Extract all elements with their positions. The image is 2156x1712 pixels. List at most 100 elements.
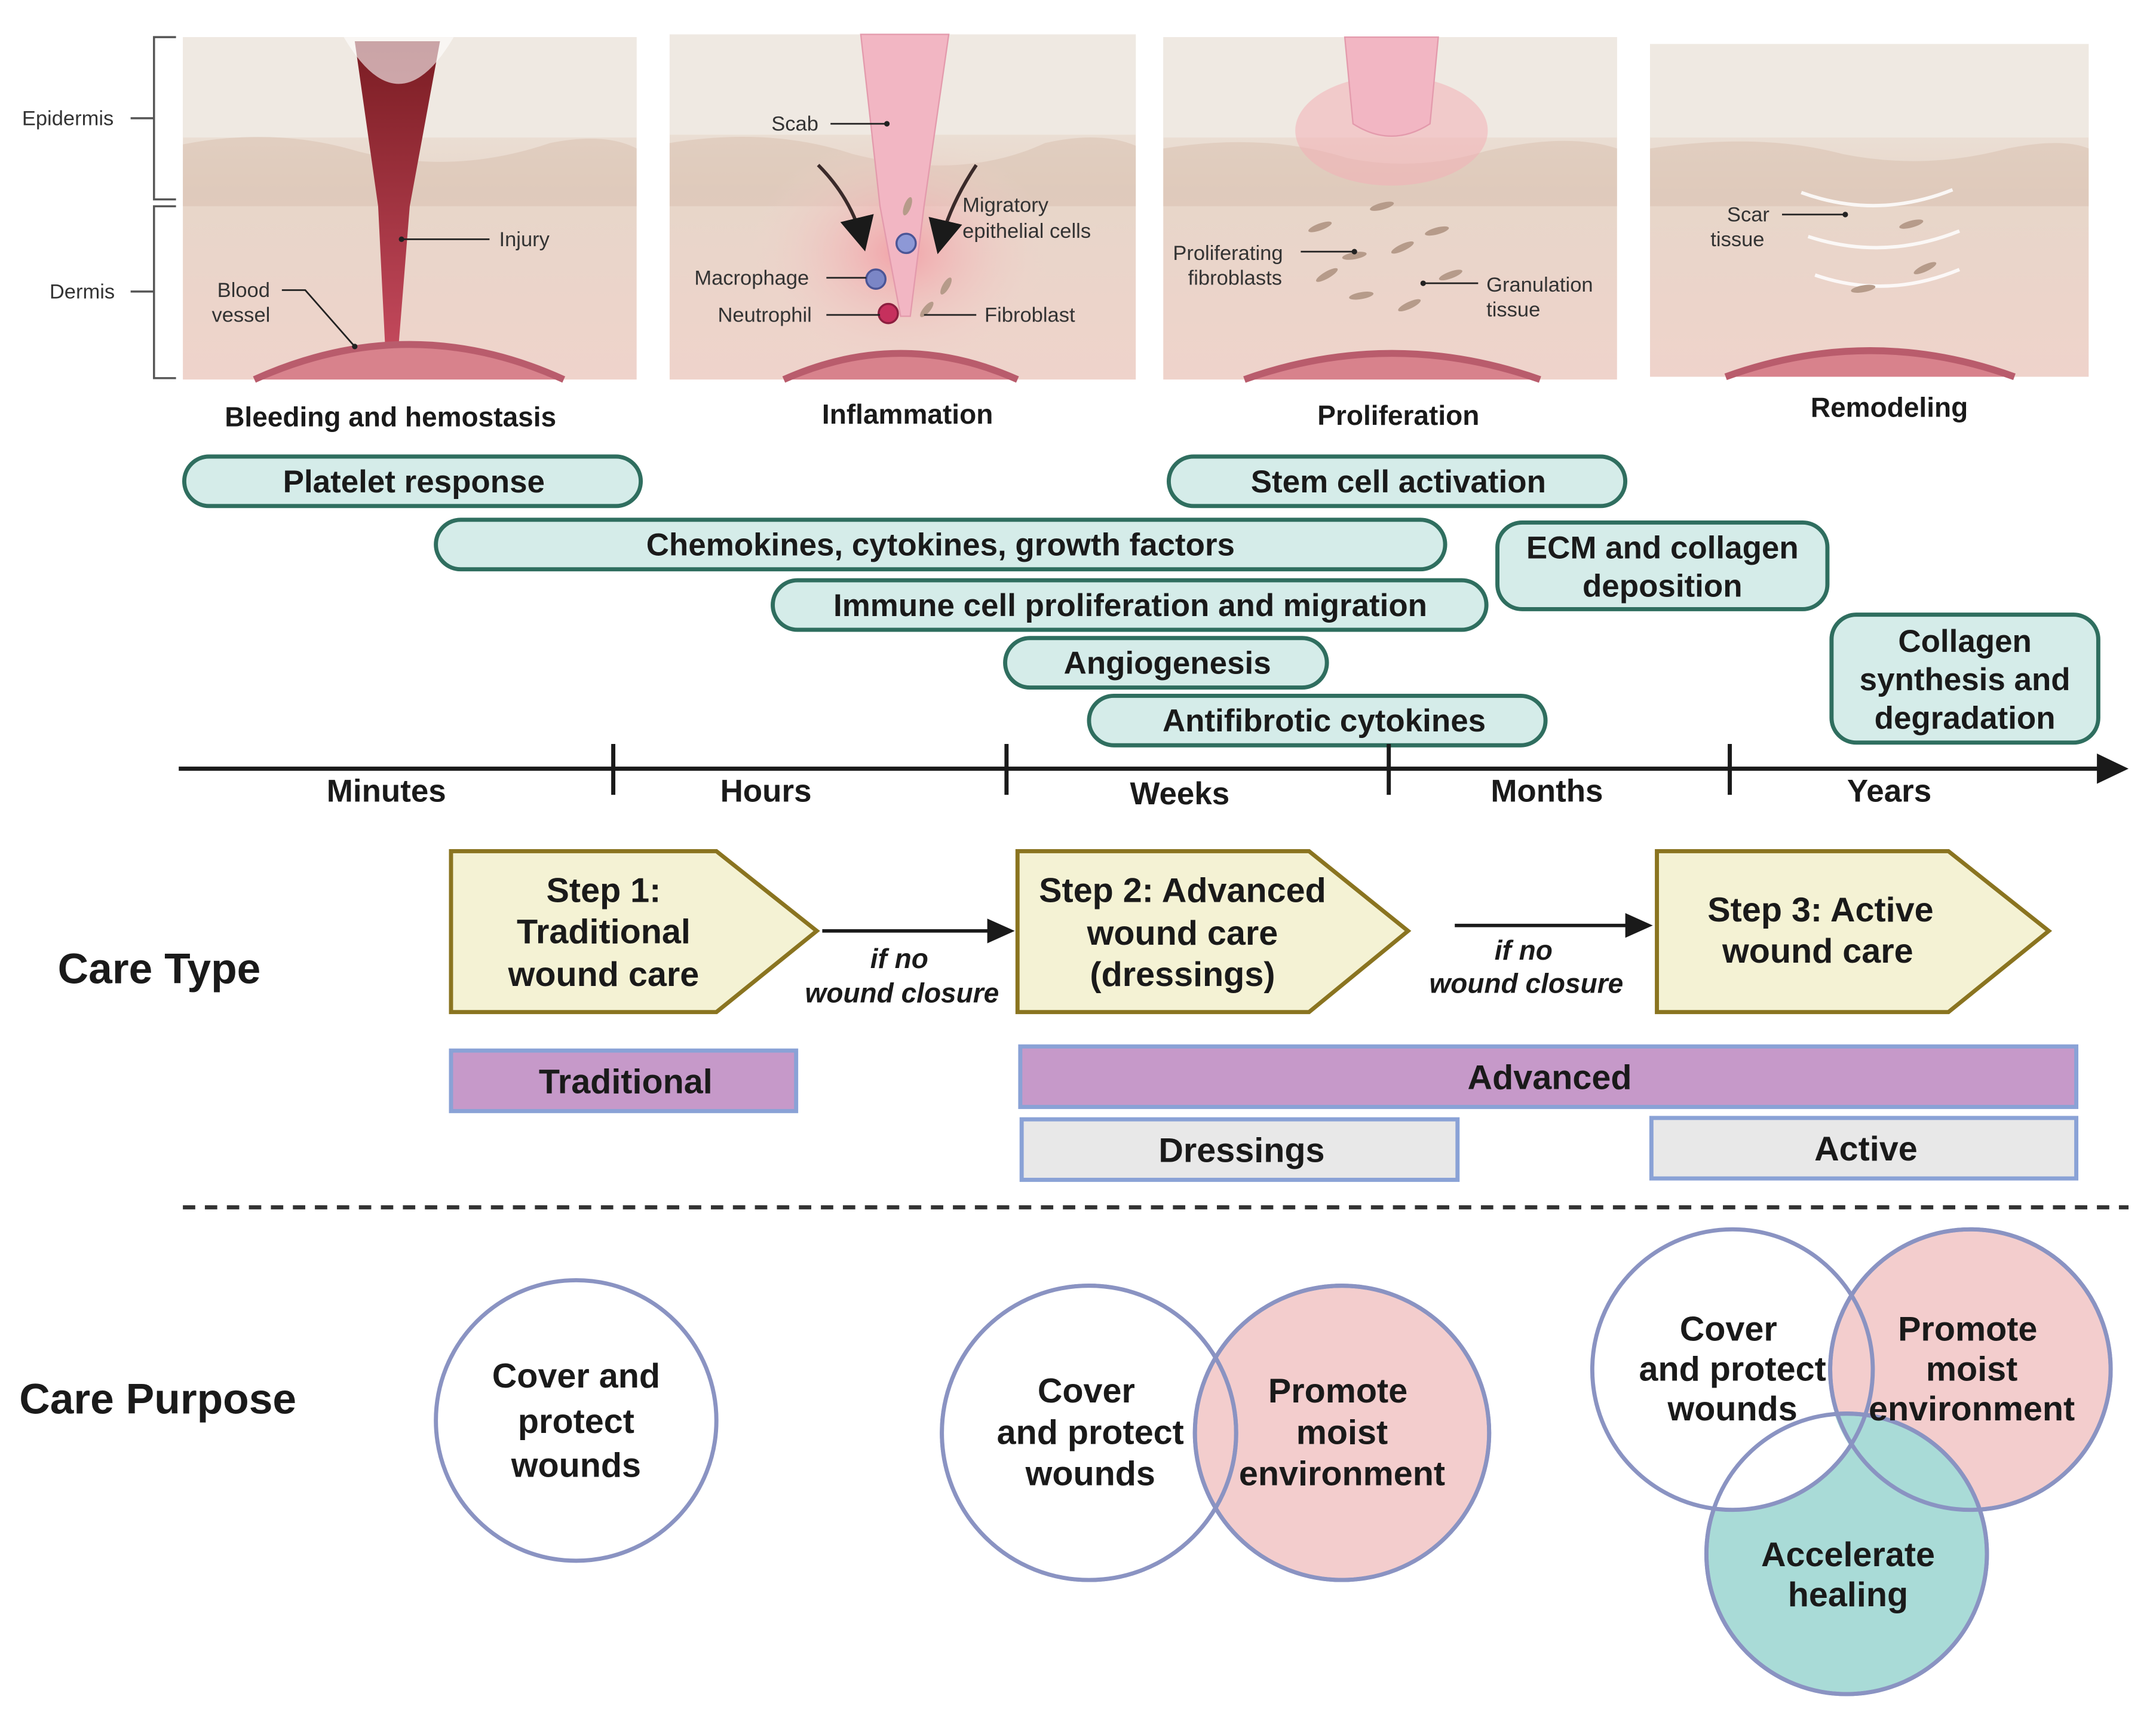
bar-advanced-label: Advanced	[1468, 1059, 1632, 1097]
stage-title-proliferation: Proliferation	[1317, 400, 1479, 431]
bar-dressings-label: Dressings	[1158, 1132, 1324, 1170]
process-immune-cell: Immune cell proliferation and migration	[771, 578, 1489, 632]
migratory-label-2: epithelial cells	[962, 220, 1091, 243]
panel-remodeling: Scar tissue Remodeling	[1650, 44, 2089, 422]
process-label-line-1: Collagen	[1898, 624, 2032, 659]
circle-cover	[434, 1278, 719, 1563]
timeline-months: Months	[1491, 774, 1603, 809]
bar-active-label: Active	[1814, 1130, 1918, 1168]
timeline-years: Years	[1847, 774, 1931, 809]
injury-wound	[354, 41, 440, 344]
transition-2: if no wound closure	[1430, 912, 1653, 999]
cover-line-3: wounds	[1025, 1454, 1155, 1493]
process-stem-cell-activation: Stem cell activation	[1166, 454, 1628, 509]
blood-vessel	[253, 341, 566, 383]
process-label: Chemokines, cytokines, growth factors	[646, 528, 1235, 563]
care-type-title: Care Type	[58, 945, 261, 993]
step-3: Step 3: Active wound care	[1655, 849, 2053, 1015]
scab-closing	[1344, 36, 1439, 137]
purpose-step-3: Cover and protect wounds Promote moist e…	[1590, 1227, 2113, 1696]
process-antifibrotic: Antifibrotic cytokines	[1087, 693, 1548, 748]
transition-2-line-1: if no	[1495, 935, 1553, 966]
timeline-minutes: Minutes	[327, 774, 446, 809]
scar-label-2: tissue	[1710, 228, 1764, 251]
step-2-line-2: wound care	[1087, 914, 1278, 953]
cover-line-3: wounds	[511, 1446, 641, 1484]
step-1-line-1: Step 1:	[547, 872, 661, 910]
timeline-weeks: Weeks	[1130, 776, 1229, 811]
migratory-label-1: Migratory	[962, 194, 1049, 216]
step-3-line-1: Step 3: Active	[1707, 891, 1933, 929]
process-label-line-3: degradation	[1875, 701, 2056, 736]
cover-line-2: and protect	[997, 1413, 1184, 1451]
prolif-label-1: Proliferating	[1173, 242, 1283, 265]
fibroblast-label: Fibroblast	[985, 304, 1075, 326]
moist-line-3: environment	[1869, 1390, 2075, 1428]
step-2-line-1: Step 2: Advanced	[1039, 872, 1326, 910]
process-label-line-2: deposition	[1583, 569, 1743, 604]
moist-line-3: environment	[1239, 1454, 1445, 1493]
purpose-step-2: Cover and protect wounds Promote moist e…	[940, 1284, 1492, 1582]
panel-hemostasis: Injury Blood vessel Bleeding and hemosta…	[183, 37, 637, 432]
step-1-line-2: Traditional	[517, 913, 691, 951]
layer-brackets: Epidermis Dermis	[22, 36, 176, 379]
moist-line-1: Promote	[1268, 1372, 1407, 1410]
process-label: Immune cell proliferation and migration	[833, 588, 1427, 623]
process-platelet-response: Platelet response	[182, 454, 643, 509]
cover-line-1: Cover and	[492, 1357, 660, 1395]
injury-label: Injury	[499, 228, 550, 251]
process-label: Angiogenesis	[1064, 646, 1271, 681]
cover-line-3: wounds	[1667, 1390, 1797, 1428]
cover-line-1: Cover	[1038, 1372, 1135, 1410]
step-2: Step 2: Advanced wound care (dressings)	[1015, 849, 1412, 1015]
granulation-label-1: Granulation	[1486, 274, 1593, 296]
granulation-label-2: tissue	[1486, 298, 1540, 321]
scar-label-1: Scar	[1727, 203, 1769, 226]
process-chemokines: Chemokines, cytokines, growth factors	[434, 517, 1447, 572]
moist-line-2: moist	[1926, 1350, 2017, 1388]
purpose-step-1: Cover and protect wounds	[434, 1278, 719, 1563]
stage-title-remodeling: Remodeling	[1811, 391, 1968, 422]
neutrophil-cell	[878, 302, 899, 324]
process-collagen-synthesis: Collagen synthesis and degradation	[1829, 612, 2100, 745]
bar-dressings: Dressings	[1019, 1117, 1460, 1182]
bar-traditional: Traditional	[449, 1048, 799, 1113]
bar-traditional-label: Traditional	[539, 1062, 713, 1101]
cover-line-2: and protect	[1639, 1350, 1826, 1388]
macrophage-cell	[865, 268, 887, 290]
epidermis-label: Epidermis	[22, 107, 114, 130]
process-label: Stem cell activation	[1251, 464, 1546, 500]
accelerate-line-1: Accelerate	[1761, 1536, 1935, 1574]
cover-line-2: protect	[518, 1402, 634, 1441]
scab-label: Scab	[771, 113, 818, 136]
bar-active: Active	[1649, 1116, 2079, 1181]
prolif-label-2: fibroblasts	[1188, 267, 1282, 289]
process-angiogenesis: Angiogenesis	[1003, 636, 1329, 690]
timeline-axis: Minutes Hours Weeks Months Years	[179, 743, 2129, 811]
stage-title-hemostasis: Bleeding and hemostasis	[225, 401, 556, 432]
process-label: Platelet response	[283, 464, 545, 500]
process-label: Antifibrotic cytokines	[1163, 703, 1486, 739]
bar-advanced: Advanced	[1018, 1044, 2079, 1109]
cover-line-1: Cover	[1680, 1310, 1777, 1349]
timeline-hours: Hours	[720, 774, 812, 809]
stage-title-inflammation: Inflammation	[822, 399, 993, 430]
dermis-label: Dermis	[50, 280, 115, 303]
accelerate-line-2: healing	[1788, 1576, 1908, 1614]
process-ecm-collagen: ECM and collagen deposition	[1495, 520, 1830, 611]
care-purpose-title: Care Purpose	[19, 1376, 296, 1423]
blood-vessel-label-1: Blood	[217, 279, 270, 302]
step-1-line-3: wound care	[508, 955, 700, 994]
scab	[860, 33, 950, 317]
transition-2-line-2: wound closure	[1430, 967, 1624, 999]
transition-1-line-1: if no	[870, 943, 928, 974]
moist-line-2: moist	[1296, 1413, 1388, 1451]
step-2-line-3: (dressings)	[1090, 955, 1275, 994]
macrophage-label: Macrophage	[694, 267, 809, 289]
panel-inflammation: Scab Migratory epithelial cells Macropha…	[669, 33, 1136, 430]
blood-vessel-label-2: vessel	[211, 304, 270, 326]
transition-1: if no wound closure	[805, 918, 1015, 1009]
transition-1-line-2: wound closure	[805, 978, 999, 1009]
process-label-line-1: ECM and collagen	[1526, 530, 1799, 565]
